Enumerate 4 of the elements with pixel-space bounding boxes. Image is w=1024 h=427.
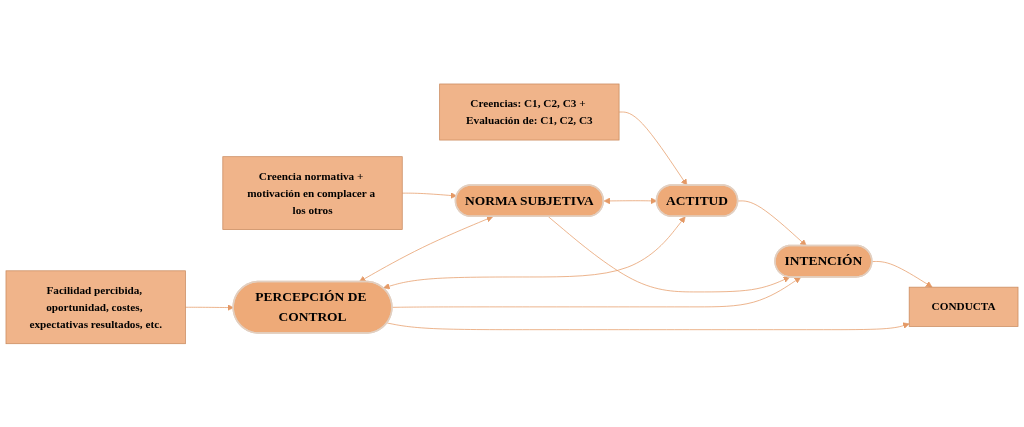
node-box: CONDUCTA	[908, 286, 1019, 327]
node-box: Creencias: C1, C2, C3 + Evaluación de: C1, C2, C3	[439, 83, 620, 141]
node-box: Creencia normativa + motivación en complacer a los otros	[222, 155, 403, 230]
node-box: Facilidad percibida, oportunidad, costes, expectativas resultados, etc.	[5, 270, 186, 344]
